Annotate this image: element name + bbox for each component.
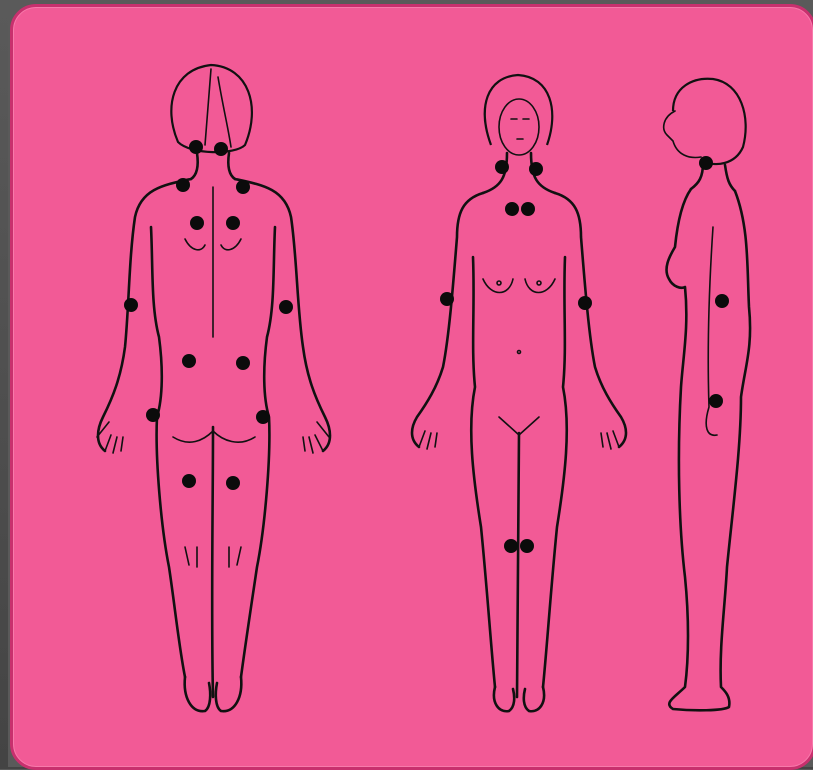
lateral-view xyxy=(664,79,750,711)
tender-point-20 xyxy=(578,296,592,310)
tender-point-10 xyxy=(236,356,250,370)
diagram-card xyxy=(10,4,813,770)
tender-point-8 xyxy=(279,300,293,314)
tender-point-3 xyxy=(176,178,190,192)
tender-point-2 xyxy=(214,142,228,156)
tender-point-22 xyxy=(520,539,534,553)
tender-point-14 xyxy=(226,476,240,490)
back-hair xyxy=(171,65,252,152)
tender-point-11 xyxy=(146,408,160,422)
tender-point-15 xyxy=(495,160,509,174)
tender-point-23 xyxy=(699,156,713,170)
tender-point-25 xyxy=(709,394,723,408)
tender-point-9 xyxy=(182,354,196,368)
tender-point-13 xyxy=(182,474,196,488)
tender-point-21 xyxy=(504,539,518,553)
front-body-outline xyxy=(412,193,626,697)
tender-point-18 xyxy=(521,202,535,216)
tender-points xyxy=(124,140,729,553)
side-hair xyxy=(673,79,746,164)
tender-point-4 xyxy=(236,180,250,194)
tender-point-24 xyxy=(715,294,729,308)
front-hair xyxy=(485,75,552,145)
tender-point-16 xyxy=(529,162,543,176)
tender-point-6 xyxy=(226,216,240,230)
tender-point-7 xyxy=(124,298,138,312)
tender-point-12 xyxy=(256,410,270,424)
tender-point-17 xyxy=(505,202,519,216)
side-body-outline xyxy=(667,189,751,710)
posterior-view xyxy=(97,65,330,711)
back-body-outline xyxy=(98,179,330,697)
tender-point-1 xyxy=(189,140,203,154)
body-diagram xyxy=(13,7,813,767)
anterior-view xyxy=(412,75,626,711)
tender-point-5 xyxy=(190,216,204,230)
tender-point-19 xyxy=(440,292,454,306)
